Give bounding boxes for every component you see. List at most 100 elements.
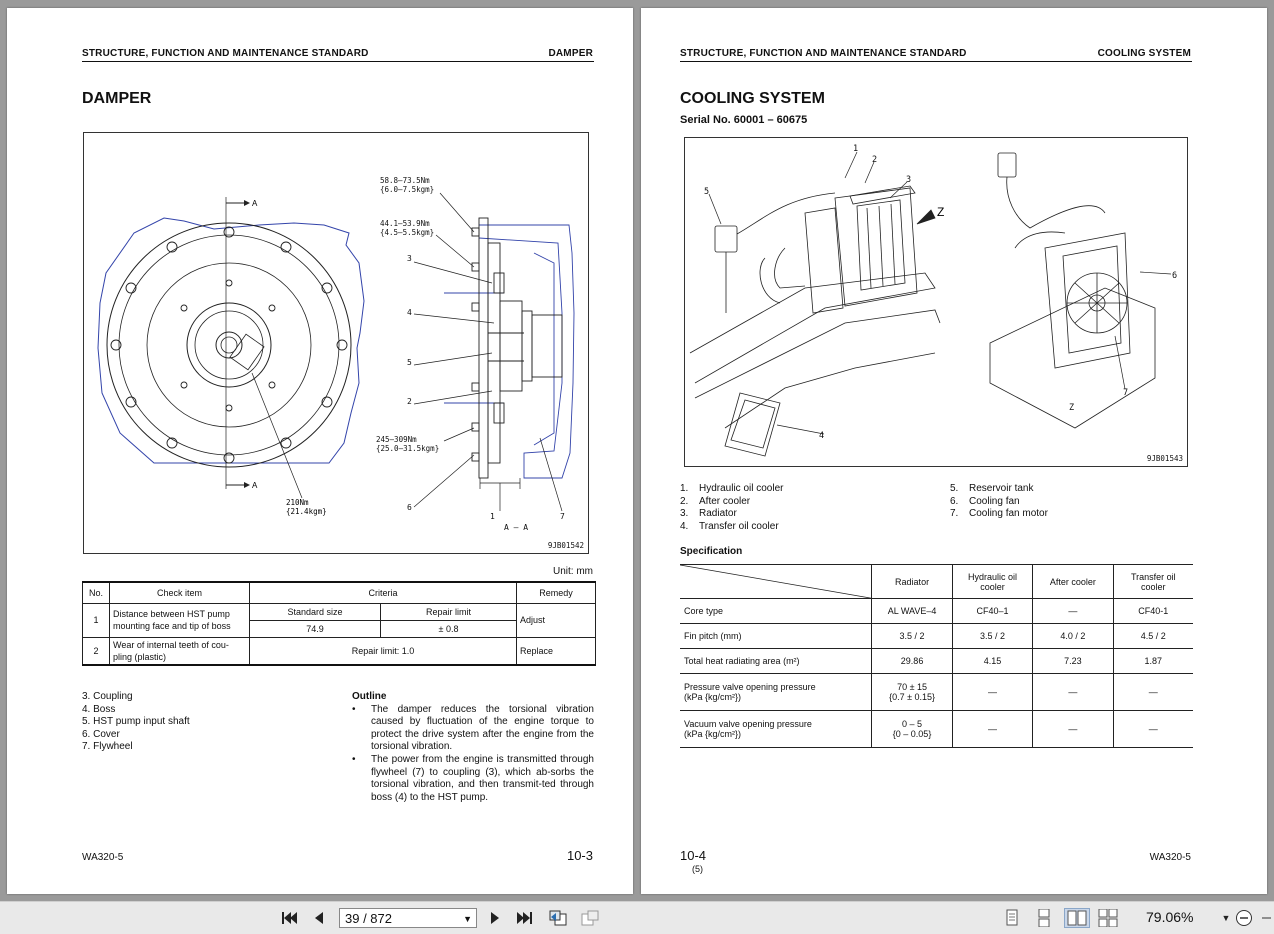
zoom-out-icon[interactable]	[1234, 908, 1254, 928]
callout-3: 3	[407, 254, 412, 263]
torque-label-210b: {21.4kgm}	[286, 507, 327, 516]
torque-label-1: 58.8–73.5Nm	[380, 176, 430, 185]
outline-section: Outline •The damper reduces the torsiona…	[352, 691, 594, 804]
spec-title: Specification	[680, 546, 743, 557]
table-row: Vacuum valve opening pressure(kPa {kg/cm…	[680, 710, 1193, 748]
running-header-section: COOLING SYSTEM	[1097, 48, 1191, 59]
legend-item: 4.Transfer oil cooler	[680, 520, 779, 532]
cooling-figure: 1 2 3 4 5 6 7 Z Z 9JB01543	[684, 137, 1188, 467]
prev-page-icon[interactable]	[309, 908, 329, 928]
section-label-bottom: A	[252, 481, 258, 490]
go-forward-icon[interactable]	[580, 908, 600, 928]
part-item: 7. Flywheel	[82, 741, 133, 753]
outline-bullet: •The damper reduces the torsional vibrat…	[352, 703, 594, 753]
part-item: 3. Coupling	[82, 691, 133, 702]
table-row: Fin pitch (mm) 3.5 / 2 3.5 / 2 4.0 / 2 4…	[680, 623, 1193, 649]
section-label-top: A	[252, 199, 258, 208]
legend-item: 3.Radiator	[680, 508, 737, 520]
single-page-icon[interactable]	[1002, 908, 1022, 928]
table-row: Total heat radiating area (m²) 29.86 4.1…	[680, 648, 1193, 674]
footer-model: WA320-5	[82, 852, 124, 863]
page-dropdown-icon[interactable]: ▼	[463, 914, 472, 924]
legend-left: 1.Hydraulic oil cooler 2.After cooler 3.…	[680, 483, 783, 533]
spec-corner	[680, 564, 876, 599]
next-page-icon[interactable]	[485, 908, 505, 928]
callout-7: 7	[1123, 388, 1128, 398]
callout-5: 5	[704, 187, 709, 197]
row2-criteria: Repair limit: 1.0	[249, 636, 517, 666]
legend-right: 5.Reservoir tank 6.Cooling fan 7.Cooling…	[950, 483, 1048, 521]
figure-id: 9JB01543	[1146, 454, 1183, 463]
col-check-item: Check item	[109, 581, 250, 604]
col-no: No.	[82, 581, 110, 604]
part-item: 5. HST pump input shaft	[82, 716, 190, 728]
footer-model: WA320-5	[1149, 852, 1191, 863]
two-page-icon[interactable]	[1064, 908, 1090, 928]
serial-number: Serial No. 60001 – 60675	[680, 114, 808, 126]
callout-2: 2	[872, 155, 877, 165]
legend-item: 1.Hydraulic oil cooler	[680, 483, 784, 494]
page-number-field[interactable]: 39 / 872▼	[339, 908, 477, 928]
damper-drawing: A A 210Nm {21.4kgm}	[97, 176, 575, 532]
page-number: 10-4	[680, 848, 707, 863]
legend-item: 2.After cooler	[680, 495, 751, 507]
viewer-toolbar: 39 / 872▼ 79.06% ▼	[0, 901, 1274, 934]
check-table: No. Check item Criteria Remedy 1 Distanc…	[82, 581, 596, 666]
row2-remedy: Replace	[516, 636, 596, 666]
spec-table: Radiator Hydraulic oil cooler After cool…	[680, 564, 1193, 748]
row1-remedy: Adjust	[516, 602, 596, 638]
row1-no: 1	[82, 602, 110, 638]
continuous-icon[interactable]	[1034, 908, 1054, 928]
callout-4: 4	[407, 308, 412, 317]
page-number: 10-3	[566, 848, 593, 863]
page-title: DAMPER	[82, 90, 152, 107]
col-remedy: Remedy	[516, 581, 596, 604]
left-page: STRUCTURE, FUNCTION AND MAINTENANCE STAN…	[7, 8, 633, 894]
figure-id: 9JB01542	[547, 541, 584, 550]
header-rule	[680, 61, 1192, 62]
callout-6: 6	[407, 503, 412, 512]
callout-4: 4	[819, 431, 824, 441]
torque-label-1b: {6.0–7.5kgm}	[380, 185, 434, 194]
callout-5: 5	[407, 358, 412, 367]
row1-limit: ± 0.8	[380, 619, 517, 638]
torque-label-3b: {25.0–31.5kgm}	[376, 444, 439, 453]
torque-label-2b: {4.5–5.5kgm}	[380, 228, 434, 237]
toolbar-overflow[interactable]	[1258, 908, 1274, 928]
page-title: COOLING SYSTEM	[680, 90, 825, 107]
zoom-menu-icon[interactable]: ▼	[1221, 913, 1231, 923]
callout-7: 7	[560, 512, 565, 521]
legend-item: 5.Reservoir tank	[950, 483, 1034, 494]
part-item: 4. Boss	[82, 703, 116, 715]
cooling-drawing: 1 2 3 4 5 6 7 Z Z	[689, 144, 1177, 457]
page-revision: (5)	[692, 864, 703, 874]
col-transfer: Transfer oil cooler	[1112, 564, 1193, 599]
damper-figure: A A 210Nm {21.4kgm}	[83, 132, 589, 554]
col-criteria: Criteria	[249, 581, 517, 604]
first-page-icon[interactable]	[279, 908, 299, 928]
callout-1: 1	[853, 144, 858, 154]
table-row: Pressure valve opening pressure(kPa {kg/…	[680, 673, 1193, 711]
col-radiator: Radiator	[871, 564, 953, 599]
row1-item: Distance between HST pump mounting face …	[109, 602, 250, 638]
zoom-level[interactable]: 79.06%	[1146, 909, 1194, 925]
callout-6: 6	[1172, 271, 1177, 281]
col-after-cooler: After cooler	[1032, 564, 1114, 599]
unit-label: Unit: mm	[553, 566, 593, 577]
torque-label-3: 245–309Nm	[376, 435, 417, 444]
last-page-icon[interactable]	[515, 908, 535, 928]
running-header: STRUCTURE, FUNCTION AND MAINTENANCE STAN…	[82, 48, 369, 59]
header-rule	[82, 61, 594, 62]
sub-standard: Standard size	[249, 602, 381, 621]
row2-no: 2	[82, 636, 110, 666]
row1-standard: 74.9	[249, 619, 381, 638]
legend-item: 7.Cooling fan motor	[950, 508, 1048, 520]
view-label-z: Z	[937, 205, 944, 219]
go-back-icon[interactable]	[548, 908, 568, 928]
outline-bullet: •The power from the engine is transmitte…	[352, 753, 594, 803]
table-row: Core type AL WAVE–4 CF40–1 — CF40-1	[680, 598, 1193, 624]
two-page-continuous-icon[interactable]	[1098, 908, 1118, 928]
row2-item: Wear of internal teeth of cou-pling (pla…	[109, 636, 250, 666]
callout-2: 2	[407, 397, 412, 406]
torque-label-2: 44.1–53.9Nm	[380, 219, 430, 228]
